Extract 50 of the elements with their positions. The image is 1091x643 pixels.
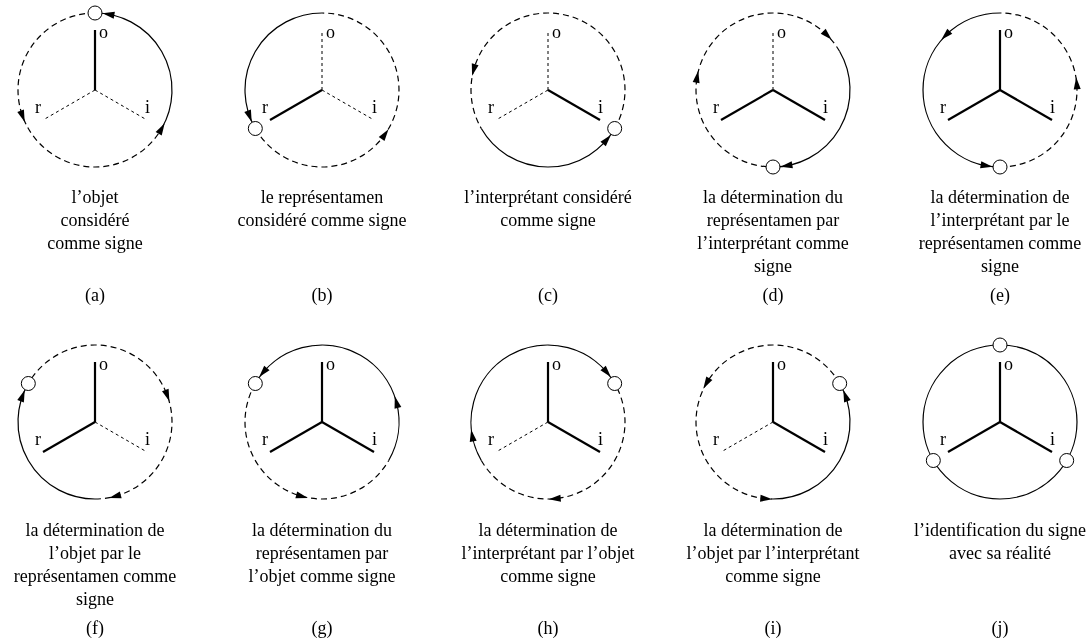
spoke-label: o [326, 22, 335, 42]
spoke-label: i [823, 97, 828, 117]
panel-letter: (a) [84, 284, 106, 307]
spoke-label: o [99, 22, 108, 42]
spoke-label: o [1004, 22, 1013, 42]
spoke-label: r [713, 97, 719, 117]
panel-letter: (c) [537, 284, 559, 307]
spoke-label: i [1050, 97, 1055, 117]
spoke-label: o [552, 354, 561, 374]
spoke-label: i [1050, 429, 1055, 449]
panel-letter: (h) [536, 617, 560, 640]
spoke-label: i [372, 429, 377, 449]
spoke-label: r [940, 97, 946, 117]
spoke-label: o [1004, 354, 1013, 374]
caption-text: la détermination de l’objet par le représentamen comme signe [12, 519, 178, 611]
caption-text: la détermination de l’interprétant par l’objet comme signe [460, 519, 636, 588]
panel-letter: (g) [310, 617, 334, 640]
caption-text: la détermination du représentamen par l’interprétant comme signe [696, 186, 850, 278]
spoke-label: o [552, 22, 561, 42]
panel-letter: (j) [990, 617, 1010, 640]
spoke-label: i [598, 429, 603, 449]
spoke-label: r [713, 429, 719, 449]
spoke-label: i [145, 97, 150, 117]
spoke-label: i [372, 97, 377, 117]
spoke-label: i [145, 429, 150, 449]
panel-letter: (b) [310, 284, 334, 307]
spoke-label: r [488, 97, 494, 117]
panel-letter: (i) [763, 617, 783, 640]
spoke-label: o [326, 354, 335, 374]
spoke-label: r [940, 429, 946, 449]
panel-letter: (f) [85, 617, 105, 640]
caption-text: l’identification du signe avec sa réalité [913, 519, 1087, 565]
caption-text: la détermination de l’interprétant par le représentamen comme signe [917, 186, 1083, 278]
caption-text: la détermination de l’objet par l’interprétant comme signe [685, 519, 861, 588]
panel-letter: (e) [989, 284, 1011, 307]
spoke-label: r [262, 429, 268, 449]
spoke-label: o [777, 22, 786, 42]
spoke-label: r [488, 429, 494, 449]
spoke-label: i [598, 97, 603, 117]
caption-text: la détermination du représentamen par l’objet comme signe [247, 519, 397, 588]
caption-text: l’objet considéré comme signe [46, 186, 144, 255]
spoke-label: r [35, 429, 41, 449]
panel-letter: (d) [761, 284, 785, 307]
spoke-label: o [777, 354, 786, 374]
spoke-label: i [823, 429, 828, 449]
caption-text: le représentamen considéré comme signe [236, 186, 408, 232]
caption-text: l’interprétant considéré comme signe [463, 186, 633, 232]
spoke-label: r [262, 97, 268, 117]
spoke-label: r [35, 97, 41, 117]
spoke-label: o [99, 354, 108, 374]
